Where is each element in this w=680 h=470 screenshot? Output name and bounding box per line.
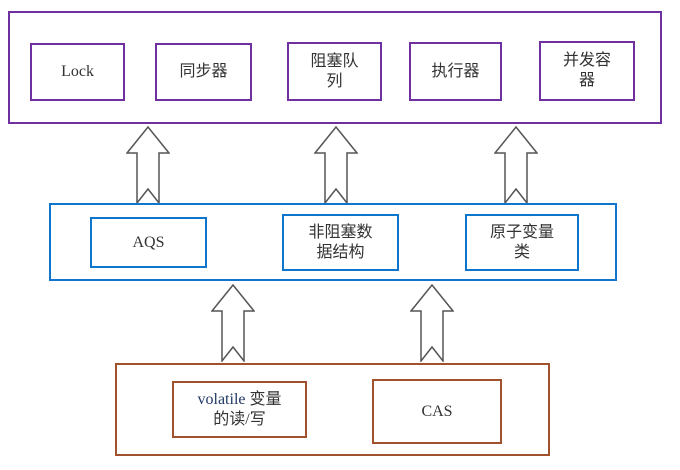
lock-box: Lock	[30, 43, 125, 101]
nonblocking-data-structure-box: 非阻塞数 据结构	[282, 214, 399, 271]
up-arrow-volatile-to-middle	[211, 284, 255, 362]
blocking-queue-box: 阻塞队 列	[287, 42, 382, 101]
up-arrow-aqs-to-top	[126, 126, 170, 204]
up-arrow-cas-to-middle	[410, 284, 454, 362]
up-arrow-icon	[126, 126, 170, 204]
volatile-read-write-box: volatile 变量 的读/写	[172, 381, 307, 438]
volatile-cn-text: 变量 的读/写	[213, 390, 282, 428]
nonblocking-data-structure-label: 非阻塞数 据结构	[308, 223, 373, 261]
middle-layer-box: AQS 非阻塞数 据结构 原子变量 类	[49, 203, 617, 281]
concurrent-container-box: 并发容 器	[539, 41, 635, 101]
up-arrow-atomic-to-top	[494, 126, 538, 204]
concurrent-container-label: 并发容 器	[562, 52, 611, 89]
synchronizer-label: 同步器	[179, 63, 228, 80]
cas-box: CAS	[372, 379, 502, 444]
top-layer-box: Lock 同步器 阻塞队 列 执行器 并发容 器	[8, 11, 662, 124]
up-arrow-icon	[494, 126, 538, 204]
volatile-keyword: volatile	[197, 390, 246, 408]
executor-label: 执行器	[431, 62, 480, 80]
executor-box: 执行器	[409, 42, 502, 101]
aqs-box: AQS	[90, 217, 207, 268]
aqs-label: AQS	[132, 233, 165, 251]
bottom-layer-box: volatile 变量 的读/写 CAS	[115, 363, 550, 456]
up-arrow-icon	[410, 284, 454, 362]
up-arrow-icon	[314, 126, 358, 204]
lock-label: Lock	[61, 63, 94, 80]
atomic-variable-class-box: 原子变量 类	[465, 214, 579, 271]
blocking-queue-label: 阻塞队 列	[310, 52, 359, 90]
atomic-variable-class-label: 原子变量 类	[489, 223, 554, 261]
up-arrow-icon	[211, 284, 255, 362]
cas-label: CAS	[421, 402, 453, 420]
synchronizer-box: 同步器	[155, 43, 252, 101]
up-arrow-nonblocking-to-top	[314, 126, 358, 204]
volatile-read-write-label: volatile 变量 的读/写	[198, 390, 282, 430]
